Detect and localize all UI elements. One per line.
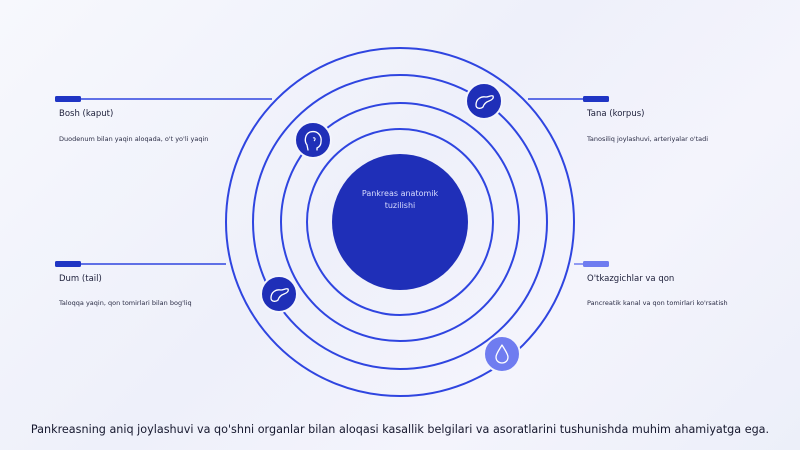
section-label-head: Bosh (kaput) — [59, 109, 114, 119]
connector-tab-head — [55, 96, 81, 102]
pancreas-icon-body — [465, 82, 503, 120]
ring-inner — [306, 128, 494, 316]
section-desc-body: Tanosiliq joylashuvi, arteriyalar o'tadi — [587, 135, 709, 143]
center-title: Pankreas anatomik tuzilishi — [361, 189, 439, 210]
pancreas-icon-tail — [260, 275, 298, 313]
ring-2 — [280, 102, 520, 342]
section-label-body: Tana (korpus) — [587, 109, 645, 119]
head-profile-icon — [294, 121, 332, 159]
drop-icon — [483, 335, 521, 373]
section-label-ducts: O'tkazgichlar va qon — [587, 274, 675, 284]
ring-outer — [225, 47, 575, 397]
center-disc — [332, 154, 468, 290]
connector-tab-ducts — [583, 261, 609, 267]
ring-3 — [252, 74, 548, 370]
section-label-tail: Dum (tail) — [59, 274, 102, 284]
section-desc-ducts: Pancreatik kanal va qon tomirlari ko'rsa… — [587, 299, 728, 307]
caption-text: Pankreasning aniq joylashuvi va qo'shni … — [30, 423, 770, 436]
connector-tab-body — [583, 96, 609, 102]
connector-tab-tail — [55, 261, 81, 267]
section-desc-tail: Taloqqa yaqin, qon tomirlari bilan bog'l… — [59, 299, 192, 307]
section-desc-head: Duodenum bilan yaqin aloqada, o't yo'li … — [59, 135, 209, 143]
